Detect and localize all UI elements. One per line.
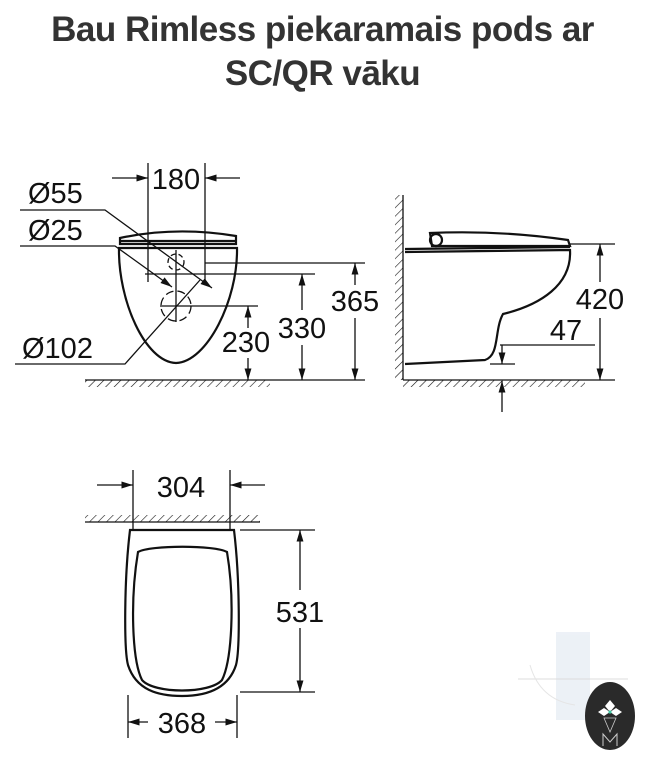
title-line-1: Bau Rimless piekaramais pods ar <box>51 10 594 49</box>
bowl-side <box>404 248 572 366</box>
floor-hatch <box>85 380 270 387</box>
dim-dia-25: Ø25 <box>28 215 83 247</box>
seat-side <box>428 231 572 248</box>
side-view: 420 47 <box>395 195 624 412</box>
title-line-2: SC/QR vāku <box>224 54 421 93</box>
top-view: 304 531 368 <box>85 470 324 740</box>
front-view: 180 Ø55 Ø25 Ø102 365 330 230 <box>15 163 379 387</box>
seat-top <box>131 545 233 692</box>
bowl-top <box>124 528 240 698</box>
seat-lid <box>118 230 238 246</box>
wall-hatch <box>395 195 403 380</box>
dim-180: 180 <box>152 164 200 196</box>
page-title: Bau Rimless piekaramais pods ar SC/QR vā… <box>0 8 645 96</box>
dim-230: 230 <box>222 327 270 359</box>
dim-dia-55: Ø55 <box>28 178 83 210</box>
dim-365: 365 <box>331 286 379 318</box>
watermark <box>518 632 628 720</box>
dim-368: 368 <box>158 708 206 740</box>
logo-badge <box>585 682 635 750</box>
dim-420: 420 <box>576 284 624 316</box>
dim-531: 531 <box>276 597 324 629</box>
dim-330: 330 <box>278 313 326 345</box>
bowl-outline <box>117 246 239 365</box>
dim-47: 47 <box>550 315 582 347</box>
dim-304: 304 <box>157 472 205 504</box>
dim-dia-102: Ø102 <box>22 333 93 365</box>
